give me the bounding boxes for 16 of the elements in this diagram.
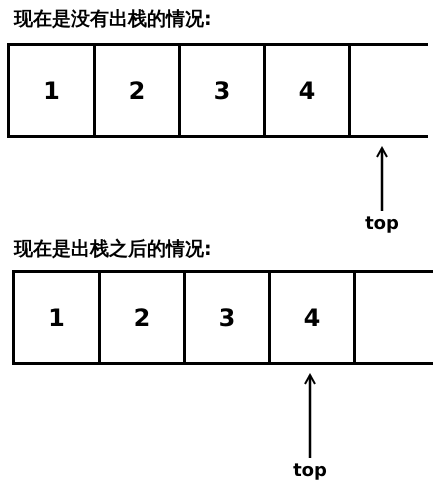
arrow <box>376 147 388 211</box>
stack-cell: 2 <box>93 43 181 138</box>
heading: 现在是出栈之后的情况: <box>14 237 212 262</box>
empty-stack-cell <box>348 43 428 138</box>
heading: 现在是没有出栈的情况: <box>14 7 212 32</box>
arrow <box>304 374 316 458</box>
stack-cell: 3 <box>178 43 266 138</box>
stack-cell: 1 <box>7 43 96 138</box>
pointer-label: top <box>362 213 402 237</box>
empty-stack-cell <box>353 270 433 365</box>
stack-cell: 4 <box>263 43 351 138</box>
stack-cell: 2 <box>98 270 186 365</box>
stack-cell: 1 <box>12 270 101 365</box>
stack-cell: 3 <box>183 270 271 365</box>
stack-cell: 4 <box>268 270 356 365</box>
pointer-label: top <box>290 460 330 484</box>
